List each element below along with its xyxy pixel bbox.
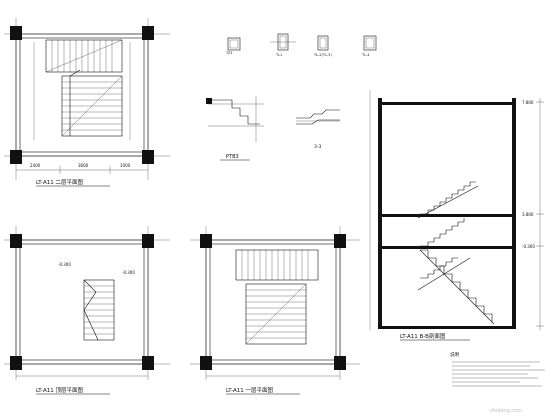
column <box>10 356 22 370</box>
column <box>334 356 346 370</box>
section-bb: 7.800 3.800 -0.300 LT-A11 B-B剖面图 说明 <box>369 90 545 387</box>
drawing-title: LT-A11 二层平面图 <box>36 178 84 186</box>
elevation-text: 7.800 <box>522 100 534 105</box>
column <box>142 234 154 248</box>
drawing-title: LT-A11 一层平面图 <box>226 386 274 394</box>
column <box>10 150 22 164</box>
column <box>334 234 346 248</box>
stair-flight <box>83 279 115 341</box>
column <box>10 234 22 248</box>
second-floor-plan: 2400 3600 1000 LT-A11 二层平面图 <box>4 18 170 187</box>
column <box>200 234 212 248</box>
ptb3-detail: PTB3 <box>206 96 264 161</box>
detail-title: 3-3 <box>314 144 321 150</box>
detail-label: TL1 <box>275 53 282 57</box>
detail-label: TL-4 <box>361 53 370 57</box>
stair-flight-upper <box>45 39 123 73</box>
dimension-text: 3600 <box>78 163 89 168</box>
detail-title: PTB3 <box>226 154 239 160</box>
first-floor-plan: LT-A11 一层平面图 <box>190 226 360 395</box>
top-floor-plan: -0.300 -0.300 LT-A11 顶层平面图 <box>4 226 170 395</box>
level-text: -0.300 <box>58 262 71 267</box>
dimension-text: 1000 <box>120 163 131 168</box>
elevation-text: -0.300 <box>522 244 535 249</box>
drawing-title: LT-A11 顶层平面图 <box>36 386 84 394</box>
elevation-text: 3.800 <box>522 212 534 217</box>
section-3-3-detail: 3-3 <box>296 109 340 150</box>
level-text: -0.300 <box>122 270 135 275</box>
beam-details: TZ1 TL1 TL-2(TL-3) TL-4 <box>225 33 377 57</box>
column <box>142 356 154 370</box>
detail-label: TZ1 <box>225 51 233 55</box>
column <box>142 26 154 40</box>
stair-flight-upper <box>235 249 319 281</box>
detail-label: TL-2(TL-3) <box>313 53 332 57</box>
dimension-text: 2400 <box>30 163 41 168</box>
stair-flight-lower <box>245 283 307 345</box>
column <box>200 356 212 370</box>
column <box>10 26 22 40</box>
stair-flight-lower <box>61 69 123 137</box>
drawing-title: LT-A11 B-B剖面图 <box>400 332 446 340</box>
column <box>142 150 154 164</box>
watermark: zhulong.com <box>490 408 522 414</box>
notes-heading: 说明 <box>450 351 459 358</box>
